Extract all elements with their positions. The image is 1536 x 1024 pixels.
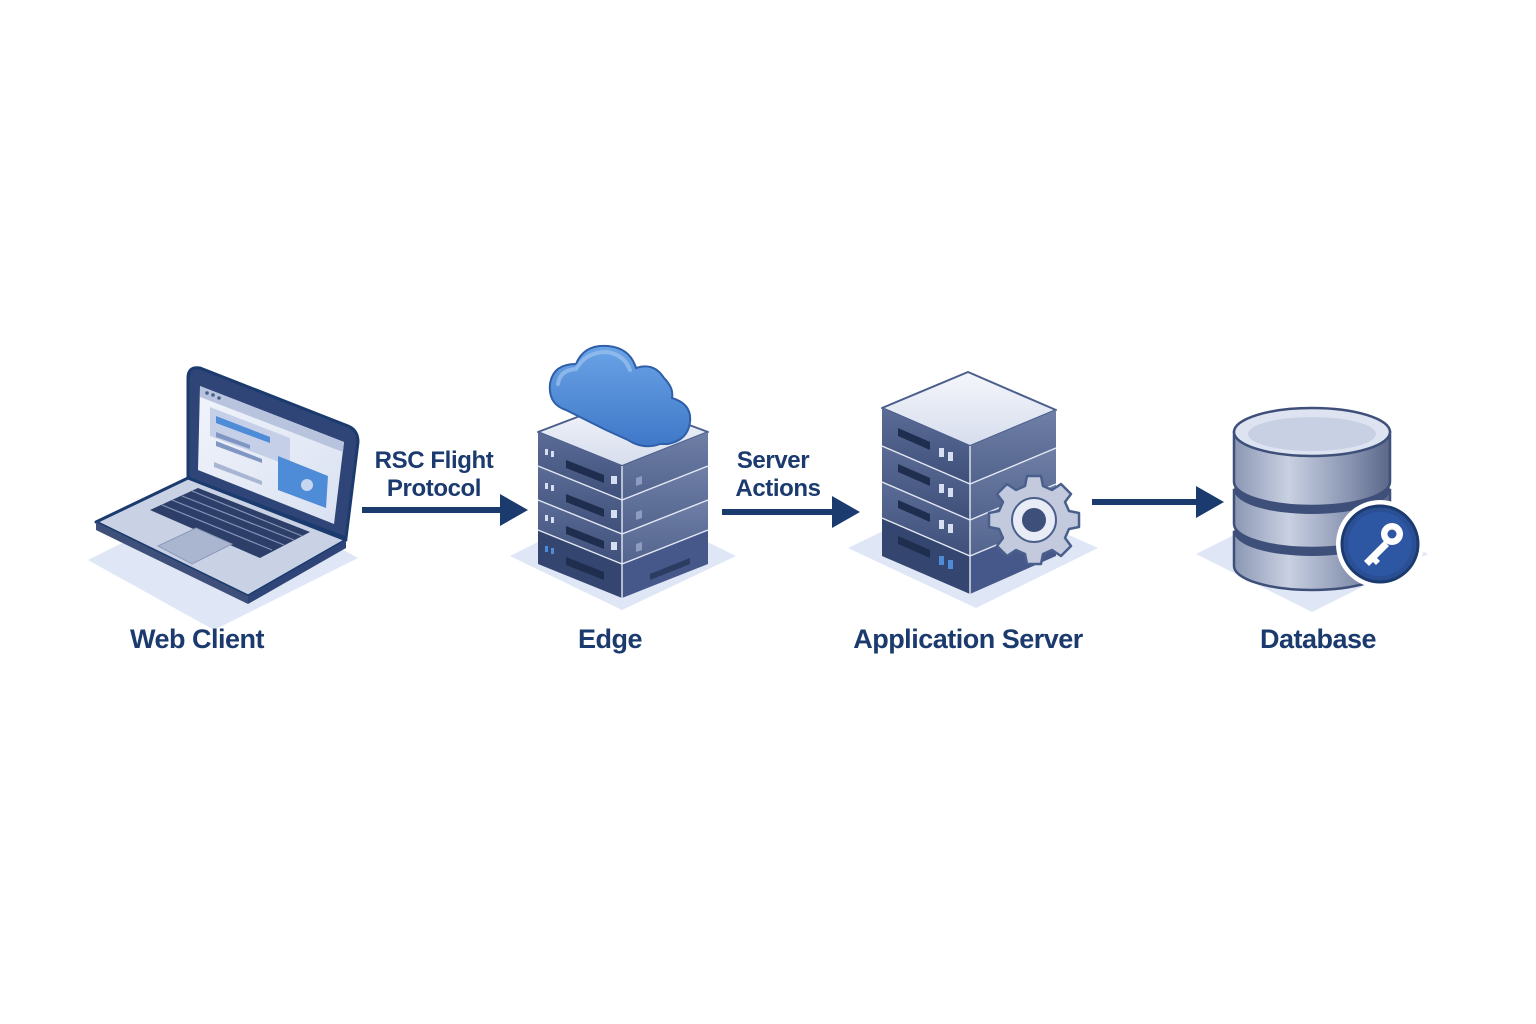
edge-appserver-to-database [1092,486,1224,518]
database-label: Database [1260,624,1377,654]
edge-node: Edge [510,344,736,654]
edge-server-cloud-icon [510,344,736,610]
key-badge-icon [1336,500,1424,588]
database-key-icon [1196,406,1428,612]
key-icon [1364,523,1403,566]
edge-label-server-actions-line1: Server [737,447,809,474]
web-client-label: Web Client [130,624,265,654]
arrow-right-icon [1092,486,1224,518]
application-server-label: Application Server [853,624,1084,654]
trackpad [156,527,234,565]
appserver-units [881,408,1057,594]
edge-webclient-to-edge: RSC Flight Protocol [362,447,528,526]
edge-edge-to-appserver: Server Actions [722,447,860,528]
arrow-right-icon [722,496,860,528]
laptop-icon [88,366,360,630]
arrow-right-icon [362,494,528,526]
web-client-node: Web Client [88,366,360,654]
server-gear-icon [848,371,1098,608]
database-node: Database [1196,406,1428,654]
edge-server-units [537,432,709,598]
edge-label-rsc-line1: RSC Flight [375,447,494,474]
edge-label-rsc-line2: Protocol [387,475,481,502]
edge-label: Edge [578,624,642,654]
cloud-icon [548,344,692,448]
application-server-node: Application Server [848,371,1098,654]
edge-label-server-actions-line2: Actions [735,475,820,502]
gear-icon [987,474,1081,566]
